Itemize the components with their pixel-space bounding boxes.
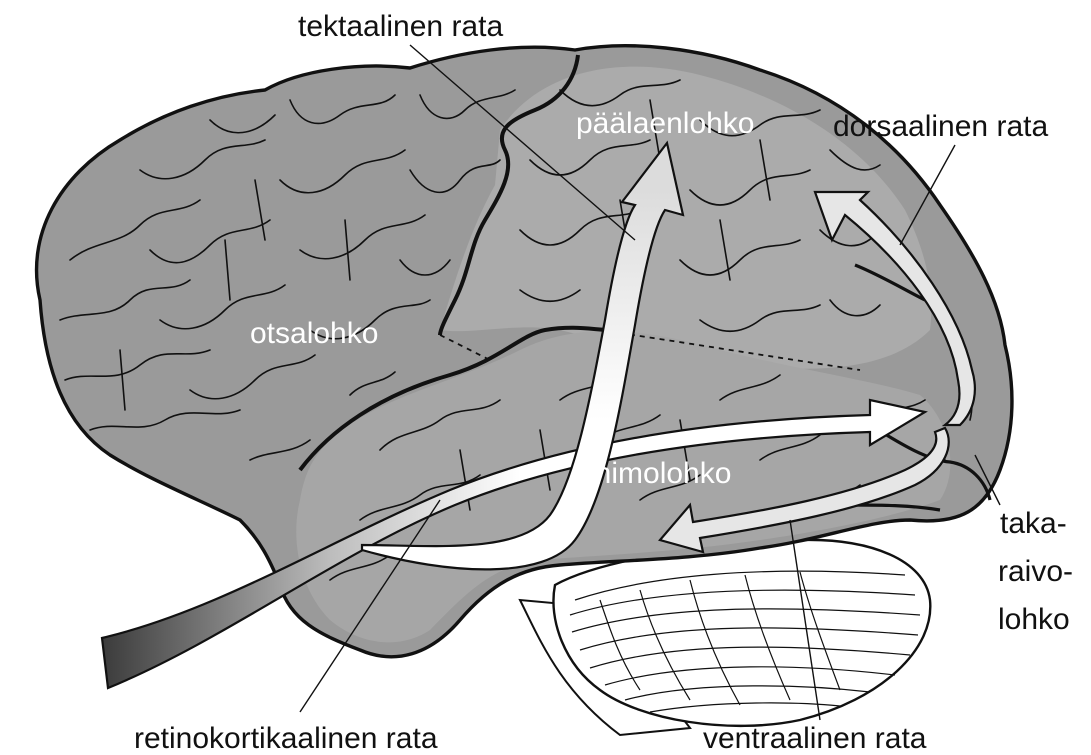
label-parietal-lobe: päälaenlohko bbox=[576, 107, 755, 140]
label-occipital-lobe-line1: taka- bbox=[1000, 507, 1067, 540]
label-ventral-pathway: ventraalinen rata bbox=[703, 722, 927, 755]
label-temporal-lobe: ohimolohko bbox=[578, 457, 731, 490]
label-retinocortical-pathway: retinokortikaalinen rata bbox=[134, 722, 438, 755]
label-tectal-pathway: tektaalinen rata bbox=[298, 10, 503, 43]
label-occipital-lobe-line3: lohko bbox=[998, 603, 1070, 636]
label-occipital-lobe-line2: raivo- bbox=[998, 555, 1073, 588]
label-frontal-lobe: otsalohko bbox=[250, 317, 378, 350]
cerebellum bbox=[553, 540, 930, 726]
label-dorsal-pathway: dorsaalinen rata bbox=[833, 110, 1048, 143]
